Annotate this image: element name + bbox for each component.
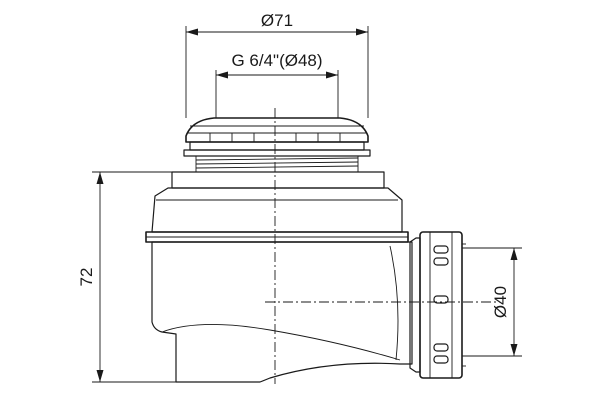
- dimension-outlet-diameter: Ø40: [462, 247, 522, 357]
- dimension-outer-diameter: Ø71: [185, 11, 369, 118]
- dimension-label-outlet-diameter: Ø40: [491, 286, 510, 318]
- flange-plate: [145, 231, 409, 243]
- dimension-label-height: 72: [77, 268, 96, 287]
- threaded-neck: [183, 141, 371, 172]
- dimension-height: 72: [77, 171, 176, 383]
- trap-upper-body: [151, 171, 403, 233]
- dimension-label-outer-diameter: Ø71: [261, 11, 293, 30]
- dimension-label-thread: G 6/4"(Ø48): [231, 51, 322, 70]
- outlet-nut: [409, 231, 466, 379]
- trap-bowl: [151, 241, 413, 383]
- dimension-thread: G 6/4"(Ø48): [215, 51, 339, 118]
- trap-cover: [185, 117, 369, 143]
